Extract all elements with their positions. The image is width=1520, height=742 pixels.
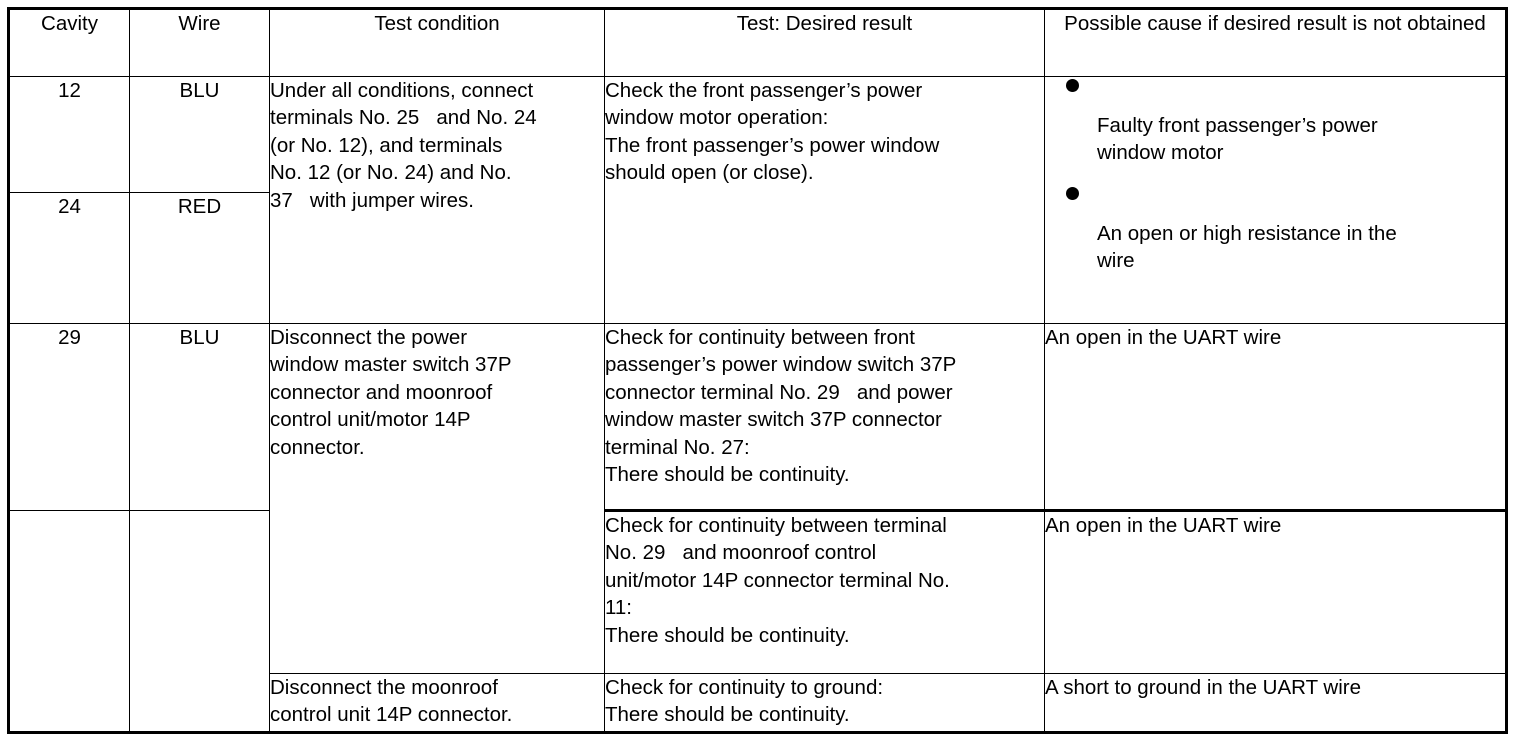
cell-possible-cause: Faulty front passenger’s power window mo… — [1044, 76, 1507, 324]
table-row: 24 RED — [8, 192, 1507, 324]
bullet-spacer — [1045, 167, 1505, 185]
column-header-desired-result: Test: Desired result — [604, 8, 1045, 77]
bullet-text: Faulty front passenger’s power window mo… — [1097, 114, 1378, 165]
column-header-cavity: Cavity — [8, 8, 130, 77]
table-header-row: Cavity Wire Test condition Test: Desired… — [8, 8, 1507, 77]
cell-cavity: 12 — [8, 76, 130, 193]
cell-test-condition: Disconnect the power window master switc… — [269, 323, 605, 674]
bullet-text: An open or high resistance in the wire — [1097, 221, 1397, 273]
cell-test-condition: Disconnect the moonroof control unit 14P… — [269, 673, 605, 733]
column-header-test-condition: Test condition — [269, 8, 605, 77]
cell-possible-cause: A short to ground in the UART wire — [1044, 673, 1507, 733]
table-row: Check for continuity between terminal No… — [8, 509, 1507, 674]
cell-wire-empty — [129, 510, 270, 674]
cell-desired-result: Check for continuity between front passe… — [604, 323, 1045, 511]
cell-test-condition: Under all conditions, connect terminals … — [269, 76, 605, 324]
bullet-item: Faulty front passenger’s power window mo… — [1045, 79, 1505, 167]
column-header-possible-cause: Possible cause if desired result is not … — [1044, 8, 1507, 77]
cell-cavity-empty — [8, 673, 130, 733]
cell-wire: BLU — [129, 76, 270, 193]
table-row: 12 BLU Under all conditions, connect ter… — [8, 76, 1507, 324]
bullet-item: An open or high resistance in the wire — [1045, 186, 1505, 275]
cell-cavity: 24 — [8, 192, 130, 324]
column-header-wire: Wire — [129, 8, 270, 77]
cell-wire: BLU — [129, 323, 270, 511]
table-row: Disconnect the moonroof control unit 14P… — [8, 673, 1507, 733]
table-row: 29 BLU Disconnect the power window maste… — [8, 323, 1507, 674]
bullet-dot-icon — [1066, 79, 1079, 92]
cell-possible-cause: An open in the UART wire — [1044, 509, 1507, 674]
cell-wire: RED — [129, 192, 270, 324]
troubleshooting-table: Cavity Wire Test condition Test: Desired… — [7, 7, 1508, 734]
cell-cavity-empty — [8, 510, 130, 674]
cell-wire-empty — [129, 673, 270, 733]
cell-cavity: 29 — [8, 323, 130, 511]
cell-desired-result: Check for continuity between terminal No… — [604, 509, 1045, 674]
cell-possible-cause: An open in the UART wire — [1044, 323, 1507, 511]
table-header: Cavity Wire Test condition Test: Desired… — [8, 8, 1507, 77]
table-body: 12 BLU Under all conditions, connect ter… — [8, 76, 1507, 733]
bullet-dot-icon — [1066, 186, 1079, 200]
cell-desired-result: Check for continuity to ground: There sh… — [604, 673, 1045, 733]
cell-desired-result: Check the front passenger’s power window… — [604, 76, 1045, 324]
